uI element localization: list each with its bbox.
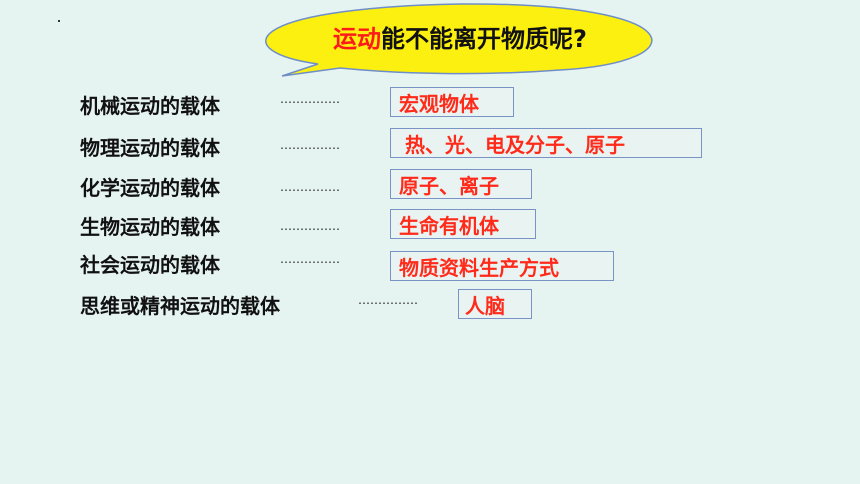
- row-label-physical: 物理运动的载体: [80, 136, 220, 160]
- answer-box-thinking: 人脑: [458, 289, 532, 319]
- row-dots: ……………: [280, 180, 340, 194]
- row-dots: ……………: [280, 92, 340, 106]
- row-dots: ……………: [358, 293, 418, 307]
- row-label-social: 社会运动的载体: [80, 253, 220, 277]
- row-dots: ……………: [280, 252, 340, 266]
- row-label-chemical: 化学运动的载体: [80, 176, 220, 200]
- question-rest: 能不能离开物质呢?: [381, 24, 587, 53]
- row-label-mechanical: 机械运动的载体: [80, 94, 220, 118]
- answer-box-biological: 生命有机体: [390, 209, 536, 239]
- answer-box-social: 物质资料生产方式: [390, 251, 614, 281]
- row-dots: ……………: [280, 138, 340, 152]
- answer-box-physical: 热、光、电及分子、原子: [390, 128, 702, 158]
- answer-box-chemical: 原子、离子: [390, 169, 532, 199]
- row-dots: ……………: [280, 219, 340, 233]
- decorative-dot: [58, 20, 60, 22]
- answer-box-mechanical: 宏观物体: [390, 87, 514, 117]
- question-text: 运动能不能离开物质呢?: [262, 14, 658, 58]
- question-highlight: 运动: [333, 24, 382, 53]
- row-label-thinking: 思维或精神运动的载体: [80, 294, 280, 318]
- row-label-biological: 生物运动的载体: [80, 215, 220, 239]
